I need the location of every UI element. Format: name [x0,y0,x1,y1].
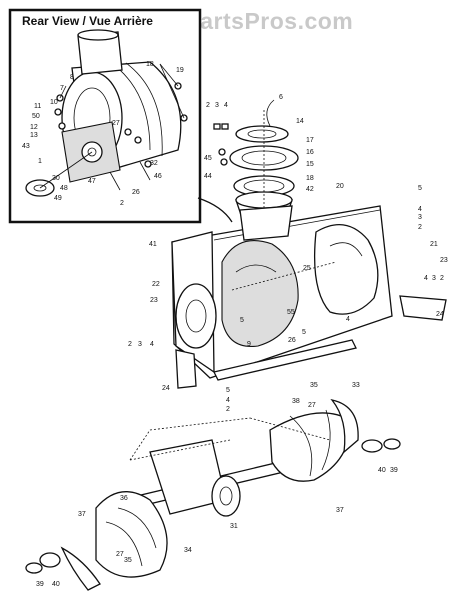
callout-label-c-inset-49: 49 [54,195,62,202]
callout-label-c-40r: 40 [378,467,386,474]
callout-label-c-left-2: 2 [128,341,132,348]
callout-label-c-inset-27: 27 [112,120,120,127]
callout-label-c-right-5: 5 [418,185,422,192]
rear-view-inset [8,8,202,224]
inset-title: Rear View / Vue Arrière [22,14,153,28]
callout-label-c-38: 38 [292,398,300,405]
auger-assembly [25,398,401,591]
callout-label-c-right-2: 2 [418,224,422,231]
callout-label-c-right-2b: 2 [440,275,444,282]
callout-label-c-39l: 39 [36,581,44,588]
callout-label-c-27b: 27 [116,551,124,558]
callout-label-c-top-18: 18 [306,175,314,182]
callout-label-c-right-21: 21 [430,241,438,248]
callout-label-c-top-4: 4 [224,102,228,109]
callout-label-c-inset-19: 19 [176,67,184,74]
callout-label-c-top-3: 3 [215,102,219,109]
callout-label-c-bot-2: 2 [226,406,230,413]
callout-label-c-37l: 37 [78,511,86,518]
callout-label-c-39r: 39 [390,467,398,474]
callout-label-c-inset-1: 1 [38,158,42,165]
callout-label-c-24: 24 [162,385,170,392]
callout-label-c-mid-4: 4 [346,316,350,323]
callout-label-c-mid-5b: 5 [302,329,306,336]
callout-label-c-31: 31 [230,523,238,530]
callout-label-c-top-2: 2 [206,102,210,109]
callout-label-c-25: 25 [303,265,311,272]
callout-label-c-inset-13: 13 [30,132,38,139]
callout-label-c-inset-12: 12 [30,124,38,131]
callout-label-c-55: 55 [287,309,295,316]
callout-label-c-mid-9: 9 [247,341,251,348]
callout-label-c-inset-18: 18 [146,61,154,68]
callout-label-c-top-15: 15 [306,161,314,168]
callout-label-c-right-4: 4 [418,206,422,213]
callout-label-c-top-6: 6 [279,94,283,101]
callout-label-c-22: 22 [152,281,160,288]
callout-label-c-top-16: 16 [306,149,314,156]
callout-label-c-right-3: 3 [418,214,422,221]
callout-label-c-36: 36 [120,495,128,502]
callout-label-c-mid-5: 5 [240,317,244,324]
callout-label-c-inset-46: 46 [154,173,162,180]
inset-pointer-line [197,197,233,223]
callout-label-c-left-3: 3 [138,341,142,348]
callout-label-c-27: 27 [308,402,316,409]
callout-label-c-inset-7: 7 [60,85,64,92]
callout-label-c-35b: 35 [124,557,132,564]
callout-label-c-top-42: 42 [306,186,314,193]
chute-rotator-assembly [213,99,299,225]
callout-label-c-37r: 37 [336,507,344,514]
callout-label-c-left-4: 4 [150,341,154,348]
callout-label-c-40l: 40 [52,581,60,588]
callout-label-c-inset-10: 10 [50,99,58,106]
callout-label-c-top-17: 17 [306,137,314,144]
callout-label-c-bot-4: 4 [226,397,230,404]
callout-label-c-41: 41 [149,241,157,248]
auger-housing [171,205,447,389]
callout-label-c-35: 35 [310,382,318,389]
callout-label-c-26: 26 [288,337,296,344]
callout-label-c-23: 23 [150,297,158,304]
callout-label-c-inset-48: 48 [60,185,68,192]
callout-label-c-bot-5: 5 [226,387,230,394]
callout-label-c-inset-47: 47 [88,178,96,185]
callout-label-c-inset-26: 26 [132,189,140,196]
callout-label-c-inset-32: 32 [150,160,158,167]
callout-label-c-inset-11: 11 [34,103,41,110]
callout-label-c-right-3b: 3 [432,275,436,282]
callout-label-c-inset-30: 30 [52,175,60,182]
callout-label-c-34: 34 [184,547,192,554]
callout-label-c-inset-43: 43 [22,143,30,150]
callout-label-c-top-45: 45 [204,155,212,162]
callout-label-c-right-24: 24 [436,311,444,318]
callout-label-c-top-14: 14 [296,118,304,125]
callout-label-c-inset-2: 2 [120,200,124,207]
callout-label-c-inset-50: 50 [32,113,40,120]
callout-label-c-top-20: 20 [336,183,344,190]
callout-label-c-inset-8: 8 [70,74,74,81]
callout-label-c-33: 33 [352,382,360,389]
callout-label-c-right-4b: 4 [424,275,428,282]
callout-label-c-top-44: 44 [204,173,212,180]
callout-label-c-right-23: 23 [440,257,448,264]
